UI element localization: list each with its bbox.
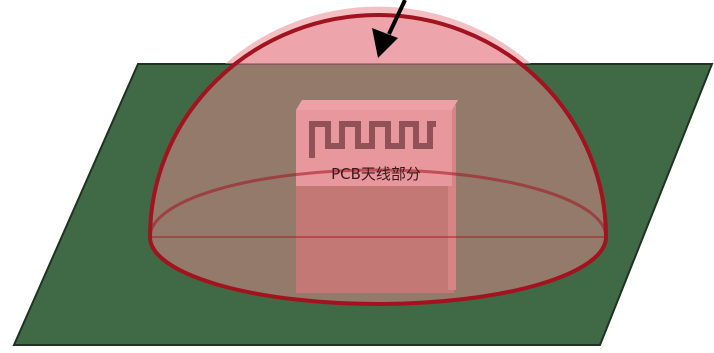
pointer-arrowhead <box>372 28 398 58</box>
radiation-dome <box>150 15 606 304</box>
pointer-arrow-shaft <box>387 0 407 35</box>
dome-back-edge <box>148 168 608 238</box>
dome-outline <box>148 13 609 306</box>
antenna-module-label: PCB天线部分 <box>331 165 421 183</box>
